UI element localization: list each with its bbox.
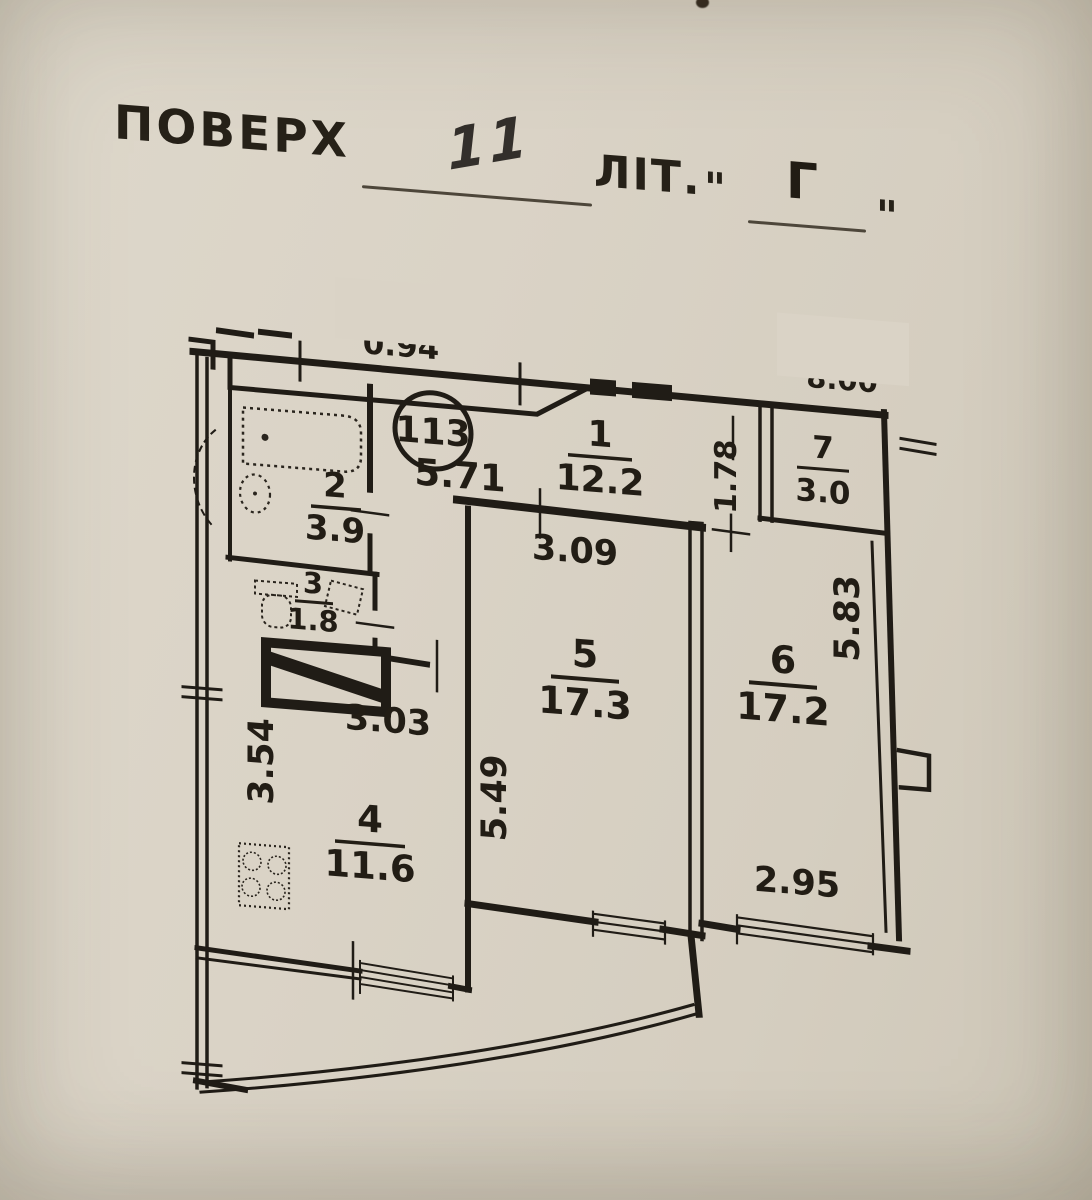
balcony-outer-edge bbox=[199, 1012, 698, 1094]
floor-underline bbox=[362, 185, 592, 207]
dim-niche-height: 1.78 bbox=[709, 438, 744, 515]
room-3-fraction-line bbox=[295, 599, 333, 606]
floor-label: ПОВЕРХ bbox=[114, 95, 350, 170]
bathroom-sink-icon bbox=[238, 473, 272, 514]
room5-bottom-wall bbox=[659, 925, 706, 940]
stove-icon bbox=[237, 842, 291, 911]
outer-right-wall bbox=[880, 408, 903, 942]
neighbor-fragment bbox=[188, 336, 216, 370]
letter-underline bbox=[748, 220, 866, 233]
dim-tick bbox=[711, 513, 751, 553]
outer-top-wall bbox=[189, 347, 889, 420]
balcony-inner-edge bbox=[199, 1002, 695, 1084]
inner-right-wall bbox=[870, 540, 888, 933]
entry-door-block bbox=[590, 378, 616, 397]
dim-room5-width: 3.09 bbox=[532, 527, 618, 575]
room7-bottom-wall bbox=[757, 515, 888, 536]
floor-plan-drawing: 113 1 12.2 2 3.9 3 1.8 4 11.6 5 17.3 6 bbox=[181, 276, 937, 1094]
walls bbox=[181, 327, 937, 1094]
stove-burner-icon bbox=[266, 881, 286, 902]
room-6-area: 17.2 bbox=[736, 683, 830, 734]
room-5-fraction-line bbox=[551, 674, 619, 684]
dim-room6-window-width: 2.95 bbox=[754, 859, 840, 907]
dim-tick bbox=[355, 621, 395, 630]
inner-top-wall bbox=[227, 357, 588, 417]
balcony-step-wall bbox=[687, 932, 703, 1018]
letter-value: Г bbox=[786, 151, 818, 212]
bathtub-icon bbox=[241, 406, 363, 473]
dim-tick bbox=[181, 685, 223, 702]
bathtub-drain-icon bbox=[261, 433, 269, 441]
dim-tick bbox=[181, 1061, 223, 1078]
room-2-area: 3.9 bbox=[305, 508, 365, 553]
entry-door-block bbox=[632, 381, 672, 402]
room-7-fraction-line bbox=[797, 465, 849, 473]
fixtures bbox=[237, 406, 391, 911]
sink-drain-icon bbox=[253, 491, 257, 496]
room-4-area: 11.6 bbox=[324, 841, 415, 891]
room-3-area: 1.8 bbox=[287, 601, 338, 639]
door-swing-arc bbox=[193, 428, 217, 530]
stove-burner-icon bbox=[241, 877, 261, 898]
kitchen-bottom-wall bbox=[447, 982, 473, 994]
apartment-number: 113 bbox=[395, 408, 470, 456]
window-symbol bbox=[591, 910, 667, 945]
dim-kitchen-width: 3.03 bbox=[345, 697, 431, 745]
dim-tick bbox=[899, 436, 937, 456]
room-2-number: 2 bbox=[323, 465, 347, 507]
room7-left-wall bbox=[758, 406, 774, 524]
toilet-tank-icon bbox=[254, 579, 298, 598]
bathroom-bottom-wall bbox=[225, 554, 380, 578]
photocopy-crop bbox=[335, 276, 909, 387]
apartment-number-circle bbox=[392, 390, 474, 472]
right-wall-notch bbox=[896, 747, 932, 793]
room-5-number: 5 bbox=[572, 631, 598, 677]
hallway-bottom-wall bbox=[452, 495, 707, 532]
letter-quote-close: " bbox=[876, 190, 898, 242]
room-6-fraction-line bbox=[749, 680, 817, 690]
toilet-bowl-icon bbox=[261, 593, 292, 629]
letter-quote-open: " bbox=[704, 162, 726, 214]
room-1-area: 12.2 bbox=[556, 456, 645, 505]
room-6-number: 6 bbox=[770, 637, 796, 683]
vent-shaft-diagonal bbox=[271, 651, 381, 703]
kitchen-door-wall bbox=[385, 654, 431, 668]
window-symbol bbox=[735, 914, 875, 956]
dim-kitchen-height: 3.54 bbox=[241, 716, 282, 806]
room-3-number: 3 bbox=[303, 565, 323, 601]
floor-value-handwritten: 11 bbox=[444, 103, 533, 184]
room-4-fraction-line bbox=[335, 839, 405, 849]
kitchen-bottom-wall bbox=[194, 945, 363, 974]
room-4-number: 4 bbox=[357, 797, 383, 842]
dim-room6-height: 5.83 bbox=[827, 573, 868, 663]
dimension-labels: 0.94 8.00 5.71 3.09 1.78 5.83 5.49 3.03 … bbox=[241, 325, 878, 907]
neighbor-fragment bbox=[215, 327, 293, 339]
room-2-fraction-line bbox=[311, 504, 361, 512]
crop-cover bbox=[335, 276, 477, 350]
room5-bottom-wall bbox=[464, 899, 599, 926]
room-7-number: 7 bbox=[812, 429, 834, 467]
bottom-stub-wall bbox=[192, 1077, 249, 1094]
room-7-area: 3.0 bbox=[796, 472, 851, 512]
dim-room5-height: 5.49 bbox=[474, 753, 515, 843]
kitchen-bottom-wall bbox=[195, 956, 362, 981]
room5-room6-wall bbox=[688, 520, 704, 942]
dim-hallway-width: 5.71 bbox=[414, 450, 505, 500]
window-symbol bbox=[358, 959, 455, 1002]
apartment-number-badge: 113 bbox=[392, 390, 474, 472]
stove-burner-icon bbox=[242, 851, 262, 872]
room-1-number: 1 bbox=[587, 412, 612, 456]
stove-burner-icon bbox=[267, 855, 287, 876]
crop-cover bbox=[777, 312, 909, 387]
paper-mark bbox=[696, 0, 709, 8]
room-5-area: 17.3 bbox=[538, 677, 632, 728]
room6-bottom-wall bbox=[698, 919, 741, 934]
room-labels: 1 12.2 2 3.9 3 1.8 4 11.6 5 17.3 6 17.2 … bbox=[287, 412, 851, 891]
letter-label: ЛІТ. bbox=[594, 145, 702, 206]
room-1-fraction-line bbox=[568, 452, 632, 462]
room6-bottom-wall bbox=[867, 942, 911, 955]
